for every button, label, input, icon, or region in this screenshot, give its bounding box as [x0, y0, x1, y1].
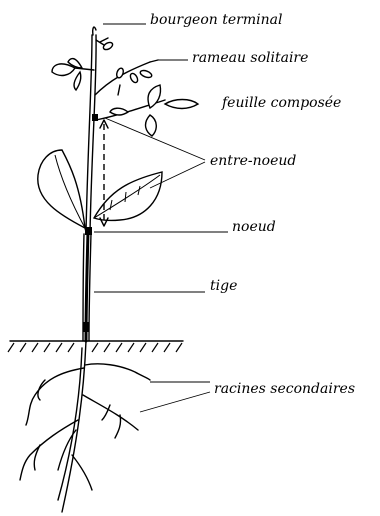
- roots: [20, 341, 150, 512]
- compound-leaf: [96, 85, 198, 136]
- large-left-leaf: [38, 150, 86, 232]
- label-feuille-composee: feuille composée: [221, 95, 341, 111]
- stem: [83, 35, 96, 341]
- label-racines-secondaires: racines secondaires: [214, 381, 355, 397]
- upper-left-leaves: [52, 59, 94, 90]
- label-tige: tige: [210, 278, 237, 294]
- label-bourgeon-terminal: bourgeon terminal: [150, 12, 282, 28]
- labels: bourgeon terminal rameau solitaire feuil…: [150, 12, 355, 397]
- label-noeud: noeud: [232, 219, 276, 235]
- soil-surface: [8, 341, 183, 352]
- label-entre-noeud: entre-noeud: [210, 153, 296, 169]
- solitary-branch: [95, 60, 158, 95]
- label-rameau-solitaire: rameau solitaire: [192, 50, 308, 66]
